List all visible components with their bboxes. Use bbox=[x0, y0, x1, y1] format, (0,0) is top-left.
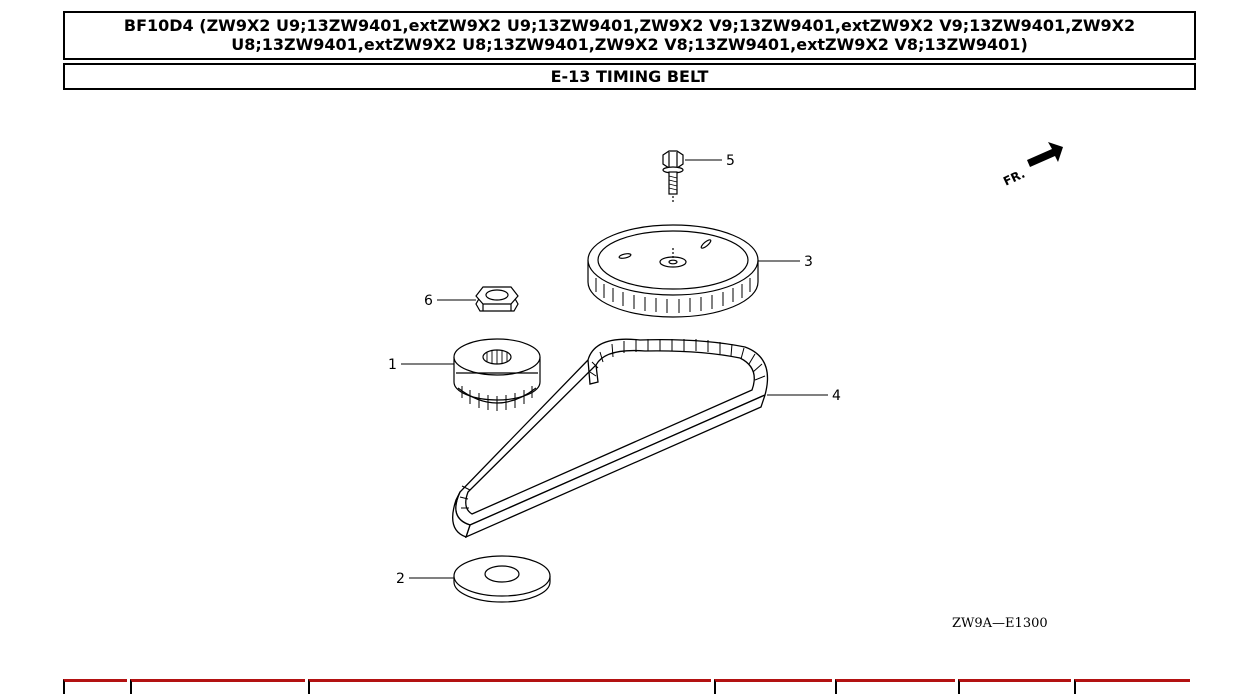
front-direction-label: FR. bbox=[1001, 167, 1027, 189]
table-header-cell bbox=[1074, 679, 1190, 694]
table-header-cell bbox=[958, 679, 1071, 694]
part-3-driven-pulley[interactable] bbox=[587, 224, 759, 318]
table-header-cell bbox=[130, 679, 305, 694]
part-5-bolt[interactable] bbox=[662, 150, 684, 204]
callout-5: 5 bbox=[726, 153, 735, 169]
section-title: E-13 TIMING BELT bbox=[550, 67, 709, 86]
parts-table-header-strip bbox=[63, 679, 1196, 694]
callout-1: 1 bbox=[388, 357, 397, 373]
callout-6: 6 bbox=[424, 293, 433, 309]
table-header-cell bbox=[308, 679, 711, 694]
callout-3: 3 bbox=[804, 254, 813, 270]
callout-2: 2 bbox=[396, 571, 405, 587]
section-header: E-13 TIMING BELT bbox=[63, 63, 1196, 90]
model-header: BF10D4 (ZW9X2 U9;13ZW9401,extZW9X2 U9;13… bbox=[63, 11, 1196, 60]
callout-4: 4 bbox=[832, 388, 841, 404]
part-4-timing-belt[interactable] bbox=[452, 338, 769, 539]
table-header-cell bbox=[835, 679, 955, 694]
part-2-washer[interactable] bbox=[453, 555, 551, 603]
table-header-cell bbox=[714, 679, 832, 694]
model-header-text: BF10D4 (ZW9X2 U9;13ZW9401,extZW9X2 U9;13… bbox=[123, 16, 1136, 54]
diagram-code: ZW9A—E1300 bbox=[952, 616, 1048, 631]
part-1-drive-pulley[interactable] bbox=[453, 338, 541, 411]
part-6-nut[interactable] bbox=[475, 286, 519, 312]
front-direction-arrow: FR. bbox=[1001, 142, 1063, 189]
table-header-cell bbox=[63, 679, 127, 694]
